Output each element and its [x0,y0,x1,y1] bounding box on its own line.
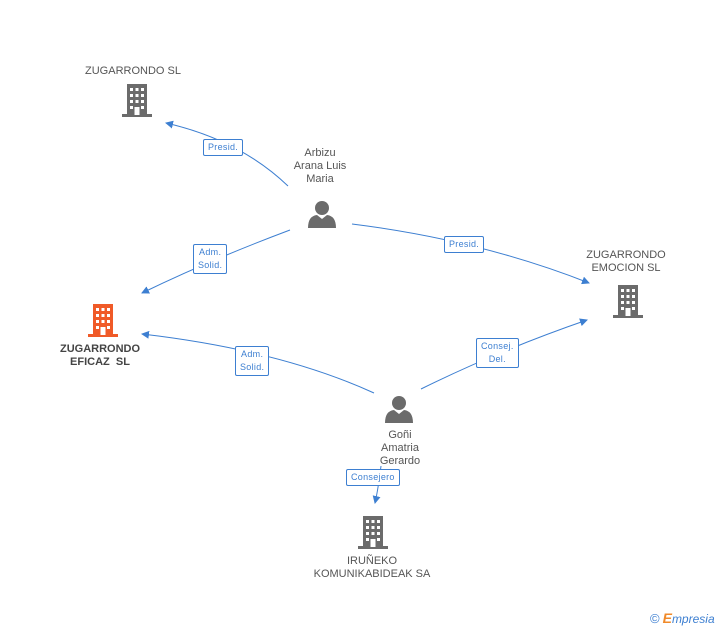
node-label-zugarrondo-sl[interactable]: ZUGARRONDO SL [70,65,196,78]
relation-badge-presid[interactable]: Presid. [444,236,485,253]
brand-name: mpresia [671,612,715,626]
building-icon[interactable] [358,516,388,549]
node-label-line: Amatria [381,442,419,454]
node-label-line: Goñi [388,429,412,441]
relation-label: Presid. [208,142,239,152]
relation-label: Presid. [449,239,480,249]
person-icon[interactable] [385,396,413,423]
person-icon[interactable] [308,201,336,228]
node-label-goni[interactable]: Goñi Amatria Gerardo [350,429,450,468]
empresia-brand[interactable]: ©Empresia [650,610,715,626]
relation-label: Solid. [198,260,223,270]
relation-label: Consejero [351,472,395,482]
relation-label: Adm. [241,349,264,359]
relation-badge-consejero[interactable]: Consejero [346,469,400,486]
node-label-line: Maria [306,173,334,185]
copyright-icon: © [650,611,660,626]
node-label-line: ZUGARRONDO SL [85,65,181,77]
relation-label: Solid. [240,362,265,372]
building-icon[interactable] [122,84,152,117]
building-icon[interactable] [613,285,643,318]
node-label-line: KOMUNIKABIDEAK SA [313,568,431,580]
node-label-line: Arana Luis [293,160,347,172]
node-label-line: Arbizu [304,147,336,159]
node-label-arbizu[interactable]: Arbizu Arana Luis Maria [270,147,370,186]
edge-arbizu-emocion [351,223,590,285]
node-label-line: Gerardo [379,455,421,467]
node-label-line: EFICAZ SL [70,356,130,368]
node-label-line: EMOCION SL [591,262,661,274]
relation-label: Consej. [481,341,514,351]
node-label-eficaz[interactable]: ZUGARRONDO EFICAZ SL [44,343,156,369]
relation-label: Del. [488,354,506,364]
relation-badge-presid[interactable]: Presid. [203,139,244,156]
brand-initial: E [662,610,672,626]
relation-badge-consej-del[interactable]: Consej. Del. [476,338,519,368]
relation-badge-adm-solid[interactable]: Adm. Solid. [193,244,228,274]
node-label-line: ZUGARRONDO [59,343,141,355]
node-label-iruneko[interactable]: IRUÑEKO KOMUNIKABIDEAK SA [302,555,442,581]
building-icon-focus[interactable] [88,304,118,337]
node-label-emocion[interactable]: ZUGARRONDO EMOCION SL [570,249,682,275]
relation-badge-adm-solid[interactable]: Adm. Solid. [235,346,270,376]
node-label-line: IRUÑEKO [346,555,398,567]
node-label-line: ZUGARRONDO [586,249,666,261]
relation-label: Adm. [199,247,222,257]
